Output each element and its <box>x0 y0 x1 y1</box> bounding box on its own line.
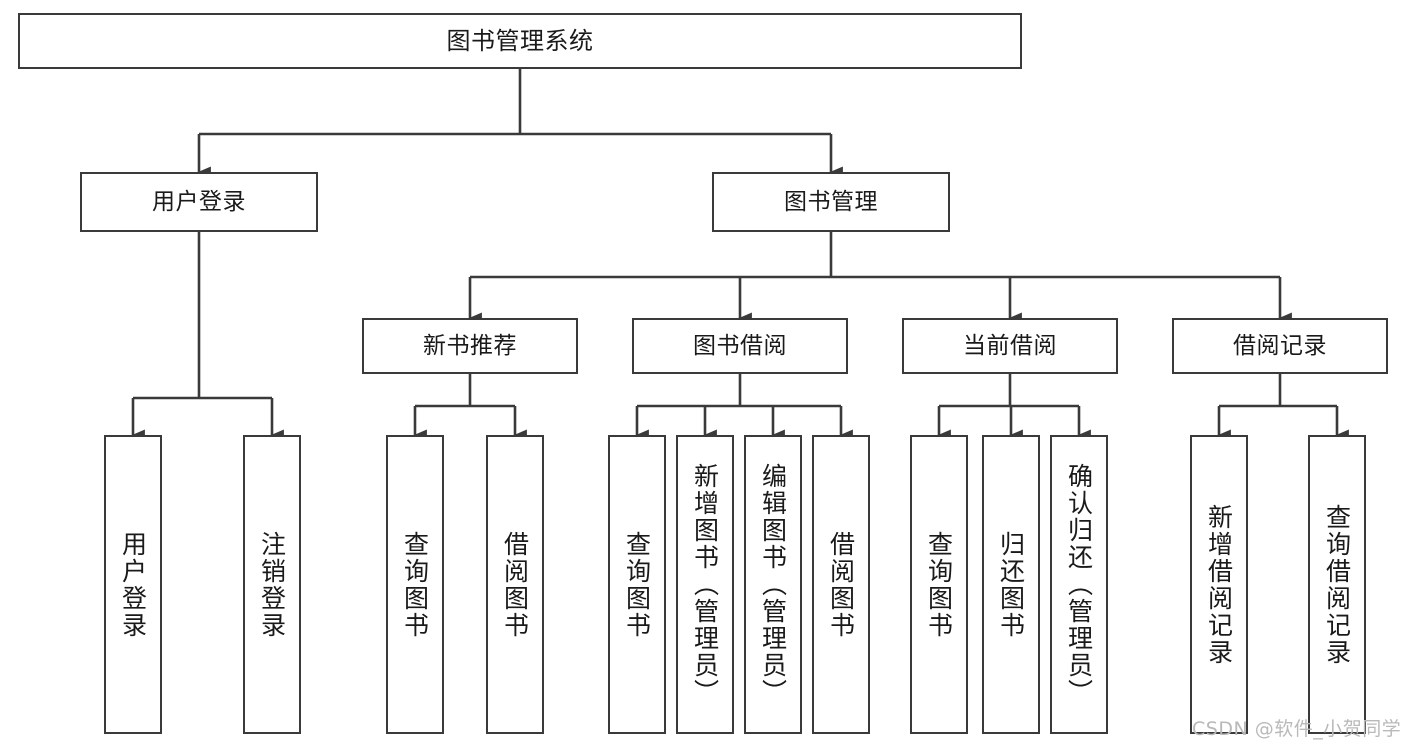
node-new-book-rec[interactable]: 新书推荐 <box>362 318 578 374</box>
node-leaf-query-record[interactable]: 查询借阅记录 <box>1308 435 1366 734</box>
node-leaf-borrow-book-1-label: 借阅图书 <box>500 530 530 639</box>
node-leaf-query-book-2-label: 查询图书 <box>622 530 652 639</box>
node-leaf-edit-book-label: 编辑图书（管理员） <box>758 463 788 706</box>
node-leaf-query-book-2[interactable]: 查询图书 <box>608 435 666 734</box>
node-leaf-query-book-3[interactable]: 查询图书 <box>910 435 968 734</box>
csdn-watermark: CSDN @软件_小贺同学 <box>1192 718 1402 740</box>
node-leaf-query-book-3-label: 查询图书 <box>924 530 954 639</box>
node-leaf-query-book-1[interactable]: 查询图书 <box>386 435 444 734</box>
node-leaf-user-login[interactable]: 用户登录 <box>104 435 162 734</box>
node-leaf-add-record[interactable]: 新增借阅记录 <box>1190 435 1248 734</box>
node-root[interactable]: 图书管理系统 <box>18 13 1022 69</box>
node-book-manage[interactable]: 图书管理 <box>712 172 950 232</box>
node-leaf-add-record-label: 新增借阅记录 <box>1204 503 1234 666</box>
node-leaf-edit-book[interactable]: 编辑图书（管理员） <box>744 435 802 734</box>
node-leaf-borrow-book-1[interactable]: 借阅图书 <box>486 435 544 734</box>
node-book-borrow[interactable]: 图书借阅 <box>632 318 848 374</box>
node-leaf-return-book[interactable]: 归还图书 <box>982 435 1040 734</box>
node-current-borrow-label: 当前借阅 <box>963 332 1057 359</box>
node-root-label: 图书管理系统 <box>446 27 594 55</box>
node-user-login[interactable]: 用户登录 <box>80 172 318 232</box>
node-user-login-label: 用户登录 <box>152 188 246 215</box>
node-leaf-add-book[interactable]: 新增图书（管理员） <box>676 435 734 734</box>
node-current-borrow[interactable]: 当前借阅 <box>902 318 1118 374</box>
node-leaf-confirm-return-label: 确认归还（管理员） <box>1064 463 1094 706</box>
node-leaf-query-record-label: 查询借阅记录 <box>1322 503 1352 666</box>
node-leaf-user-logout-label: 注销登录 <box>257 530 287 639</box>
node-book-borrow-label: 图书借阅 <box>693 332 787 359</box>
node-leaf-borrow-book-2[interactable]: 借阅图书 <box>812 435 870 734</box>
node-book-manage-label: 图书管理 <box>784 188 878 215</box>
node-leaf-query-book-1-label: 查询图书 <box>400 530 430 639</box>
node-new-book-rec-label: 新书推荐 <box>423 332 517 359</box>
node-leaf-confirm-return[interactable]: 确认归还（管理员） <box>1050 435 1108 734</box>
node-leaf-return-book-label: 归还图书 <box>996 530 1026 639</box>
node-leaf-borrow-book-2-label: 借阅图书 <box>826 530 856 639</box>
node-borrow-record[interactable]: 借阅记录 <box>1172 318 1388 374</box>
node-borrow-record-label: 借阅记录 <box>1233 332 1327 359</box>
node-leaf-add-book-label: 新增图书（管理员） <box>690 463 720 706</box>
node-leaf-user-logout[interactable]: 注销登录 <box>243 435 301 734</box>
node-leaf-user-login-label: 用户登录 <box>118 530 148 639</box>
